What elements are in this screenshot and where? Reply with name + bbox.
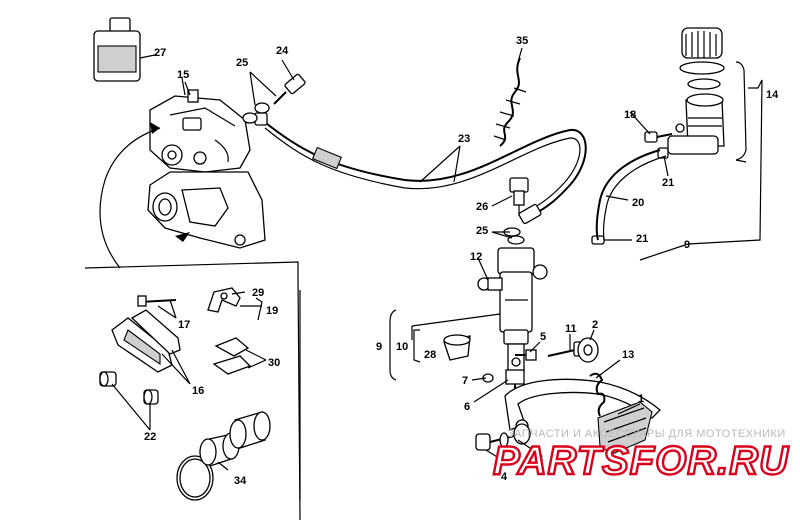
pedal-pivot (475, 423, 531, 451)
callout-15: 15 (177, 69, 189, 81)
piston-seal-kit (176, 411, 271, 501)
callout-1: 1 (638, 393, 644, 405)
callout-10: 10 (396, 341, 408, 353)
mount-bolt (515, 349, 537, 361)
callout-27: 27 (154, 47, 166, 59)
bracket-19 (255, 297, 263, 321)
callout-18: 18 (624, 109, 636, 121)
reservoir-hose-inner (602, 155, 667, 241)
caliper-bracket (147, 171, 266, 249)
callout-28: 28 (424, 349, 436, 361)
fluid-bottle (93, 17, 156, 82)
brake-pads (111, 309, 181, 373)
callout-2: 2 (592, 319, 598, 331)
callout-21-lower: 21 (636, 233, 648, 245)
pivot-bushing (577, 337, 599, 363)
watermark: ЗАПЧАСТИ И АКСЕССУАРЫ ДЛЯ МОТОТЕХНИКИ PA… (492, 428, 790, 484)
dust-boot (443, 334, 471, 361)
callout-19: 19 (266, 305, 278, 317)
caliper-plugs (99, 371, 159, 405)
reservoir-bolt (644, 131, 673, 143)
callout-16: 16 (192, 385, 204, 397)
callouts: 27 15 25 24 35 23 26 25 12 10 9 28 7 6 5… (144, 35, 779, 487)
hose-clamp (591, 147, 669, 245)
callout-3: 3 (537, 453, 543, 465)
brake-light-switch (509, 177, 529, 216)
pad-spring (212, 337, 252, 375)
callout-17: 17 (178, 319, 190, 331)
return-spring (589, 372, 606, 417)
master-cylinder (477, 247, 548, 373)
brake-caliper (149, 77, 251, 173)
callout-4: 4 (501, 471, 508, 483)
pointer-arrow-line (99, 127, 161, 269)
callout-6: 6 (464, 401, 470, 413)
bracket-10 (413, 329, 421, 363)
callout-26: 26 (476, 201, 488, 213)
callout-30: 30 (268, 357, 280, 369)
callout-20: 20 (632, 197, 644, 209)
bracket-9-right (687, 79, 763, 245)
callout-25-lower: 25 (476, 225, 488, 237)
callout-21: 21 (662, 177, 674, 189)
callout-11: 11 (565, 323, 577, 335)
reservoir-hose (595, 149, 661, 241)
bracket-9-link (639, 243, 689, 261)
callout-13: 13 (622, 349, 634, 361)
callout-7: 7 (462, 375, 468, 387)
watermark-tagline: ЗАПЧАСТИ И АКСЕССУАРЫ ДЛЯ МОТОТЕХНИКИ (507, 428, 786, 440)
callout-14: 14 (766, 89, 779, 101)
callout-25: 25 (236, 57, 248, 69)
bracket-14-tick (735, 159, 747, 163)
pad-clip (207, 287, 241, 313)
callout-22: 22 (144, 431, 156, 443)
callout-24: 24 (276, 45, 289, 57)
fluid-reservoir (667, 27, 725, 155)
callout-5: 5 (540, 331, 546, 343)
hose-spring-guard (493, 57, 527, 147)
callout-29: 29 (252, 287, 264, 299)
callout-35: 35 (516, 35, 528, 47)
brake-pedal (504, 378, 661, 455)
brake-hose (254, 112, 587, 225)
callout-34: 34 (234, 475, 247, 487)
bracket-9-left (389, 309, 397, 381)
banjo-bolt-top (242, 73, 306, 124)
watermark-logo: PARTSFOR.RU (493, 439, 789, 483)
pointer-arrow-head (150, 122, 160, 134)
callout-23: 23 (458, 133, 470, 145)
leader-lines (111, 47, 669, 471)
callout-12: 12 (470, 251, 482, 263)
callout-9-right: 9 (684, 239, 690, 251)
callout-9-left: 9 (376, 341, 382, 353)
bracket-14 (735, 61, 747, 161)
